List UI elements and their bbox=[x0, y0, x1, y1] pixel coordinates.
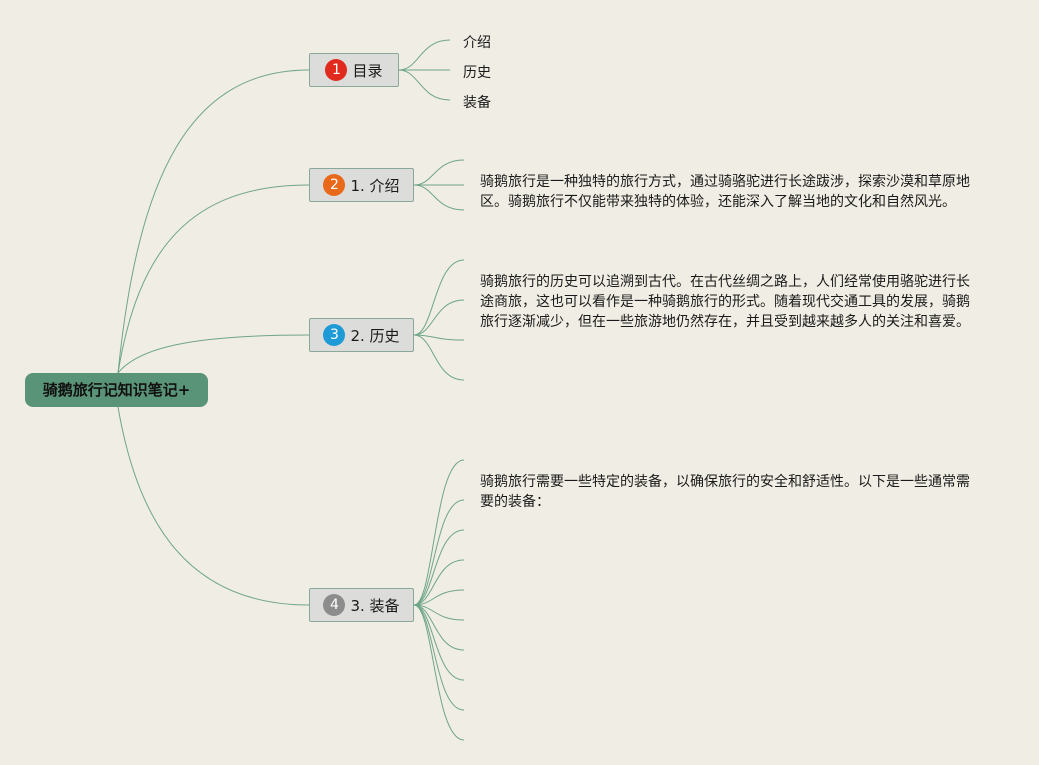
history-branch-line bbox=[413, 259, 465, 336]
number-badge-4: 4 bbox=[323, 594, 346, 616]
root-node[interactable]: 骑鹅旅行记知识笔记+ bbox=[25, 373, 208, 407]
topic-intro[interactable]: 2 1. 介绍 bbox=[309, 168, 414, 202]
equipment-branch-line bbox=[413, 559, 465, 606]
topic-history[interactable]: 3 2. 历史 bbox=[309, 318, 414, 352]
number-badge-3: 3 bbox=[323, 324, 346, 346]
equipment-branch-line bbox=[413, 604, 465, 681]
equipment-branch-line bbox=[413, 604, 465, 621]
equipment-branch-line bbox=[413, 604, 465, 741]
toc-item-intro[interactable]: 介绍 bbox=[463, 35, 491, 51]
toc-branch-line bbox=[398, 69, 451, 101]
equipment-branch-line bbox=[413, 604, 465, 651]
intro-branch-line bbox=[413, 159, 465, 186]
intro-branch-line bbox=[413, 184, 465, 211]
equipment-branch-line bbox=[413, 589, 465, 606]
topic-label: 2. 历史 bbox=[350, 326, 400, 345]
root-to-topic-3-line bbox=[117, 334, 310, 374]
equipment-branch-line bbox=[413, 499, 465, 606]
topic-toc[interactable]: 1 目录 bbox=[309, 53, 399, 87]
history-branch-line bbox=[413, 334, 465, 341]
root-to-topic-1-line bbox=[117, 69, 310, 374]
intro-paragraph: 骑鹅旅行是一种独特的旅行方式，通过骑骆驼进行长途跋涉，探索沙漠和草原地区。骑鹅旅… bbox=[480, 174, 970, 210]
topic-label: 目录 bbox=[352, 61, 383, 80]
equipment-branch-line bbox=[413, 459, 465, 606]
equipment-branch-line bbox=[413, 604, 465, 711]
equipment-branch-line bbox=[413, 529, 465, 606]
root-to-topic-2-line bbox=[117, 184, 310, 374]
root-to-topic-4-line bbox=[117, 406, 310, 606]
number-badge-2: 2 bbox=[323, 174, 346, 196]
topic-equipment[interactable]: 4 3. 装备 bbox=[309, 588, 414, 622]
toc-item-history[interactable]: 历史 bbox=[463, 65, 491, 81]
history-branch-line bbox=[413, 334, 465, 381]
toc-branch-line bbox=[398, 39, 451, 71]
history-branch-line bbox=[413, 299, 465, 336]
toc-item-equipment[interactable]: 装备 bbox=[463, 95, 491, 111]
history-paragraph: 骑鹅旅行的历史可以追溯到古代。在古代丝绸之路上，人们经常使用骆驼进行长途商旅，这… bbox=[480, 274, 970, 330]
topic-label: 1. 介绍 bbox=[350, 176, 400, 195]
number-badge-1: 1 bbox=[325, 59, 348, 81]
topic-label: 3. 装备 bbox=[350, 596, 400, 615]
equipment-paragraph: 骑鹅旅行需要一些特定的装备，以确保旅行的安全和舒适性。以下是一些通常需要的装备： bbox=[480, 474, 970, 510]
